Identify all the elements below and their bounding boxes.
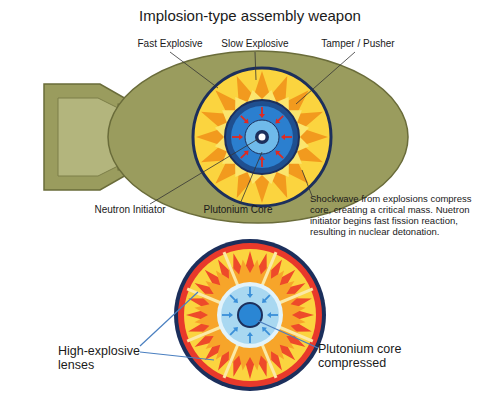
- compression-arrow: [264, 295, 270, 301]
- compressed-core: [238, 303, 262, 327]
- implosion-arrow: [241, 116, 247, 122]
- compression-arrow-head: [233, 327, 238, 332]
- part-label: Plutonium Core: [190, 204, 286, 216]
- tamper: [225, 100, 299, 174]
- explosive-shell: [193, 68, 331, 206]
- compression-arrow-head: [267, 312, 271, 318]
- lens-divider: [262, 345, 276, 378]
- leader-line: [256, 320, 318, 348]
- compression-arrow: [222, 314, 230, 316]
- compression-arrow: [249, 287, 251, 295]
- leader-line: [140, 352, 214, 360]
- diagram-title: Implosion-type assembly weapon: [0, 7, 500, 24]
- compression-arrow: [270, 314, 278, 316]
- leader-line: [140, 292, 198, 346]
- part-label: Tamper / Pusher: [308, 38, 408, 50]
- compression-arrow: [264, 329, 270, 335]
- lens-field: [184, 249, 316, 381]
- lens-flame: [186, 251, 314, 379]
- leader-line: [170, 52, 218, 88]
- initiator-center: [259, 134, 266, 141]
- compressed-sphere: [174, 239, 326, 391]
- compression-arrow-head: [229, 312, 233, 318]
- implosion-arrow-head: [275, 150, 280, 155]
- compression-arrow-head: [247, 332, 253, 336]
- compression-zone: [221, 286, 279, 344]
- implosion-arrow: [278, 116, 284, 122]
- implosion-arrow-head: [244, 119, 249, 124]
- plutonium-core: [245, 120, 279, 154]
- outer-casing: [174, 239, 326, 391]
- pusher: [231, 106, 293, 168]
- shock-glow: [217, 282, 283, 348]
- implosion-sphere: [193, 68, 331, 206]
- compression-arrow-head: [247, 294, 253, 298]
- implosion-arrow: [261, 107, 263, 115]
- implosion-arrow: [241, 153, 247, 159]
- note-text: Shockwave from explosions compress core,…: [310, 194, 488, 238]
- fast-explosive: [196, 71, 328, 203]
- compression-arrow: [230, 295, 236, 301]
- implosion-arrow: [261, 159, 263, 167]
- implosion-arrow: [278, 153, 284, 159]
- implosion-arrow: [284, 136, 292, 138]
- lens-divider: [187, 289, 220, 303]
- lens-divider: [280, 327, 313, 341]
- outer-ring: [178, 243, 322, 387]
- lens-flame-inner: [194, 259, 305, 370]
- implosion-arrow-head: [281, 134, 285, 140]
- leader-line: [240, 152, 262, 204]
- implosion-arrow-head: [259, 114, 265, 118]
- compression-arrow-head: [233, 298, 238, 303]
- leader-line: [255, 52, 256, 80]
- implosion-arrow-head: [239, 134, 243, 140]
- compression-arrow: [230, 329, 236, 335]
- lens-divider: [224, 345, 238, 378]
- part-label: Fast Explosive: [122, 38, 218, 50]
- neutron-initiator: [255, 130, 269, 144]
- lens-divider: [187, 327, 220, 341]
- part-label: Plutonium core compressed: [318, 342, 436, 371]
- implosion-arrow: [232, 136, 240, 138]
- compression-arrow-head: [262, 298, 267, 303]
- leader-line: [296, 52, 355, 104]
- lens-divider: [280, 289, 313, 303]
- part-label: High-explosive lenses: [58, 344, 170, 373]
- implosion-arrow-head: [275, 119, 280, 124]
- leader-line: [302, 170, 312, 196]
- compression-arrow: [249, 335, 251, 343]
- lens-divider: [262, 252, 276, 285]
- part-label: Neutron Initiator: [80, 204, 180, 216]
- implosion-arrow-head: [244, 150, 249, 155]
- slow-explosive: [215, 90, 309, 184]
- leader-line: [150, 139, 258, 204]
- compression-arrow-head: [262, 327, 267, 332]
- lens-divider: [224, 252, 238, 285]
- part-label: Slow Explosive: [207, 38, 303, 50]
